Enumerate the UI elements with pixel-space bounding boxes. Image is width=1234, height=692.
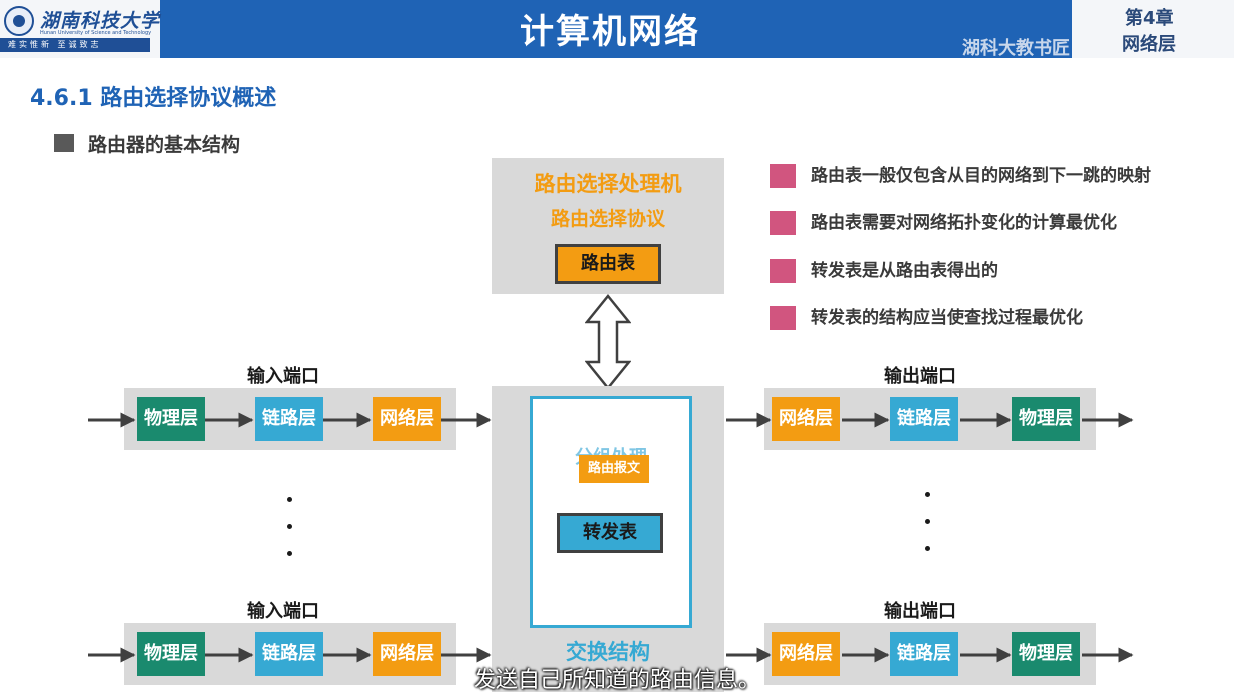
link-layer: 链路层 (890, 632, 958, 676)
output-port-label: 输出端口 (884, 366, 956, 387)
forwarding-table: 转发表 (557, 513, 663, 553)
routing-protocol-label: 路由选择协议 (550, 208, 665, 230)
ellipsis-dot (925, 492, 930, 497)
input-port-label: 输入端口 (247, 601, 319, 622)
physical-layer: 物理层 (1012, 632, 1080, 676)
ellipsis-dot (925, 546, 930, 551)
routing-table: 路由表 (555, 244, 661, 284)
university-motto: 难实惟新 至诚致志 (8, 40, 102, 49)
note-text: 转发表的结构应当使查找过程最优化 (811, 308, 1083, 328)
network-layer: 网络层 (772, 397, 840, 441)
switch-fabric-label: 交换结构 (566, 640, 650, 664)
link-layer: 链路层 (255, 632, 323, 676)
ellipsis-dot (287, 524, 292, 529)
note-marker-icon (770, 259, 796, 283)
physical-layer: 物理层 (137, 632, 205, 676)
input-port: 物理层 链路层 网络层 (124, 388, 456, 450)
physical-layer: 物理层 (137, 397, 205, 441)
network-layer: 网络层 (373, 397, 441, 441)
switch-fabric: 分组处理 路由报文 转发表 交换结构 (492, 386, 724, 692)
section-subtitle: 路由器的基本结构 (88, 134, 241, 156)
note-marker-icon (770, 164, 796, 188)
network-layer: 网络层 (373, 632, 441, 676)
routing-processor: 路由选择处理机 路由选择协议 路由表 (492, 158, 724, 294)
chapter-number: 第4章 (1125, 8, 1174, 29)
ellipsis-dot (925, 519, 930, 524)
route-message: 路由报文 (579, 455, 649, 483)
link-layer: 链路层 (890, 397, 958, 441)
university-seal-icon (4, 6, 34, 36)
link-layer: 链路层 (255, 397, 323, 441)
motto-bar: 难实惟新 至诚致志 (0, 38, 150, 52)
header-band-cut (1040, 0, 1072, 58)
university-name: 湖南科技大学 (40, 10, 161, 32)
note-marker-icon (770, 306, 796, 330)
course-title: 计算机网络 (520, 12, 700, 52)
university-name-en: Hunan University of Science and Technolo… (40, 30, 152, 36)
output-port-label: 输出端口 (884, 601, 956, 622)
packet-processing-area: 分组处理 路由报文 转发表 (530, 396, 692, 628)
physical-layer: 物理层 (1012, 397, 1080, 441)
note-text: 路由表一般仅包含从目的网络到下一跳的映射 (811, 166, 1151, 186)
university-logo: 湖南科技大学 Hunan University of Science and T… (0, 0, 160, 58)
ellipsis-dot (287, 497, 292, 502)
double-arrow-icon (585, 294, 631, 390)
chapter-name: 网络层 (1122, 34, 1176, 55)
bullet-square-icon (54, 134, 74, 152)
routing-processor-title: 路由选择处理机 (534, 172, 682, 196)
note-marker-icon (770, 211, 796, 235)
output-port: 网络层 链路层 物理层 (764, 388, 1096, 450)
output-port: 网络层 链路层 物理层 (764, 623, 1096, 685)
note-text: 路由表需要对网络拓扑变化的计算最优化 (811, 213, 1117, 233)
slide-header: 湖南科技大学 Hunan University of Science and T… (0, 0, 1234, 59)
note-text: 转发表是从路由表得出的 (811, 261, 998, 281)
ellipsis-dot (287, 551, 292, 556)
section-title: 4.6.1 路由选择协议概述 (30, 86, 277, 111)
video-caption: 发送自己所知道的路由信息。 (473, 668, 760, 692)
network-layer: 网络层 (772, 632, 840, 676)
watermark: 湖科大教书匠 (962, 38, 1070, 59)
input-port: 物理层 链路层 网络层 (124, 623, 456, 685)
input-port-label: 输入端口 (247, 366, 319, 387)
header-band (152, 0, 1072, 58)
